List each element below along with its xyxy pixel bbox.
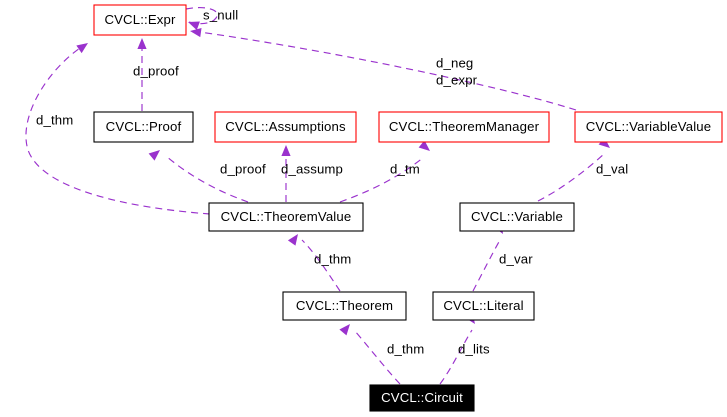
node-box[interactable] bbox=[93, 4, 187, 36]
edge-line bbox=[439, 329, 473, 385]
edge-e-d-val: d_val bbox=[537, 137, 628, 202]
edge-line bbox=[353, 329, 401, 385]
edge-arrowhead bbox=[190, 27, 202, 38]
edge-e-d-thm-circuit: d_thm bbox=[339, 324, 424, 385]
node-box[interactable] bbox=[459, 202, 575, 232]
node-theoremvalue[interactable]: CVCL::TheoremValue bbox=[208, 202, 364, 232]
edge-label: d_thm bbox=[36, 112, 73, 127]
edge-label: d_var bbox=[499, 251, 533, 266]
edge-arrowhead bbox=[287, 234, 298, 246]
node-expr[interactable]: CVCL::Expr bbox=[93, 4, 187, 36]
edge-arrowhead bbox=[76, 43, 88, 54]
node-label: CVCL::TheoremManager bbox=[389, 119, 540, 134]
node-box[interactable] bbox=[208, 202, 364, 232]
edge-label: s_null bbox=[203, 7, 238, 22]
node-box[interactable] bbox=[574, 111, 723, 143]
node-circuit[interactable]: CVCL::Circuit bbox=[369, 384, 475, 412]
edge-label: d_lits bbox=[458, 341, 490, 356]
node-label: CVCL::Theorem bbox=[296, 298, 393, 313]
node-box[interactable] bbox=[214, 111, 357, 143]
edge-line bbox=[301, 239, 341, 292]
edge-label: d_assump bbox=[281, 161, 343, 176]
node-box[interactable] bbox=[432, 291, 535, 321]
node-label: CVCL::Proof bbox=[106, 119, 182, 134]
node-label: CVCL::VariableValue bbox=[586, 119, 712, 134]
edge-line bbox=[339, 156, 425, 203]
edge-arrowhead bbox=[418, 140, 430, 151]
edge-e-d-var: d_var bbox=[472, 222, 533, 292]
edge-label: d_thm bbox=[314, 251, 351, 266]
node-box[interactable] bbox=[93, 111, 194, 143]
edge-e-s-null: s_null bbox=[185, 7, 238, 31]
node-label: CVCL::Assumptions bbox=[225, 119, 346, 134]
edge-arrowhead bbox=[598, 137, 610, 148]
node-theoremmanager[interactable]: CVCL::TheoremManager bbox=[378, 111, 550, 143]
node-label: CVCL::Expr bbox=[104, 12, 176, 27]
node-label: CVCL::TheoremValue bbox=[221, 209, 352, 224]
edge-line bbox=[472, 239, 501, 292]
node-proof[interactable]: CVCL::Proof bbox=[93, 111, 194, 143]
edge-line bbox=[25, 47, 211, 215]
edge-e-d-tm: d_tm bbox=[339, 140, 430, 203]
edge-e-d-neg-expr: d_neg d_expr bbox=[190, 27, 577, 111]
edge-e-d-assump: d_assump bbox=[281, 145, 343, 202]
edge-arrowhead bbox=[339, 324, 350, 336]
node-label: CVCL::Circuit bbox=[381, 390, 463, 405]
edge-e-d-thm-tv: d_thm bbox=[287, 234, 351, 292]
node-label: CVCL::Literal bbox=[443, 298, 523, 313]
node-box[interactable] bbox=[369, 384, 475, 412]
edge-arrowhead bbox=[281, 145, 291, 156]
edge-label: d_expr bbox=[436, 72, 478, 87]
edge-label: d_tm bbox=[390, 161, 420, 176]
edge-line bbox=[191, 30, 577, 111]
node-variablevalue[interactable]: CVCL::VariableValue bbox=[574, 111, 723, 143]
edge-line bbox=[165, 155, 249, 203]
edge-e-d-proof-tv: d_proof bbox=[148, 150, 266, 203]
edge-label: d_proof bbox=[220, 161, 266, 176]
edge-e-d-proof-expr: d_proof bbox=[133, 38, 179, 111]
edge-arrowhead bbox=[137, 38, 147, 49]
node-theorem[interactable]: CVCL::Theorem bbox=[282, 291, 407, 321]
edge-line bbox=[537, 153, 605, 202]
node-variable[interactable]: CVCL::Variable bbox=[459, 202, 575, 232]
node-literal[interactable]: CVCL::Literal bbox=[432, 291, 535, 321]
edges-layer: s_null d_neg d_expr d_proof d_thm d_proof d_as… bbox=[25, 7, 628, 385]
node-box[interactable] bbox=[282, 291, 407, 321]
edge-line bbox=[185, 7, 218, 25]
edge-label: d_thm bbox=[387, 341, 424, 356]
node-assumptions[interactable]: CVCL::Assumptions bbox=[214, 111, 357, 143]
edge-label: d_val bbox=[596, 161, 628, 176]
edge-arrowhead bbox=[188, 21, 200, 31]
edge-label: d_neg bbox=[436, 55, 473, 70]
edge-e-d-thm-expr: d_thm bbox=[25, 43, 211, 215]
node-label: CVCL::Variable bbox=[471, 209, 563, 224]
edge-e-d-lits: d_lits bbox=[439, 312, 490, 385]
edge-arrowhead bbox=[148, 150, 160, 161]
node-box[interactable] bbox=[378, 111, 550, 143]
edge-label: d_proof bbox=[133, 63, 179, 78]
